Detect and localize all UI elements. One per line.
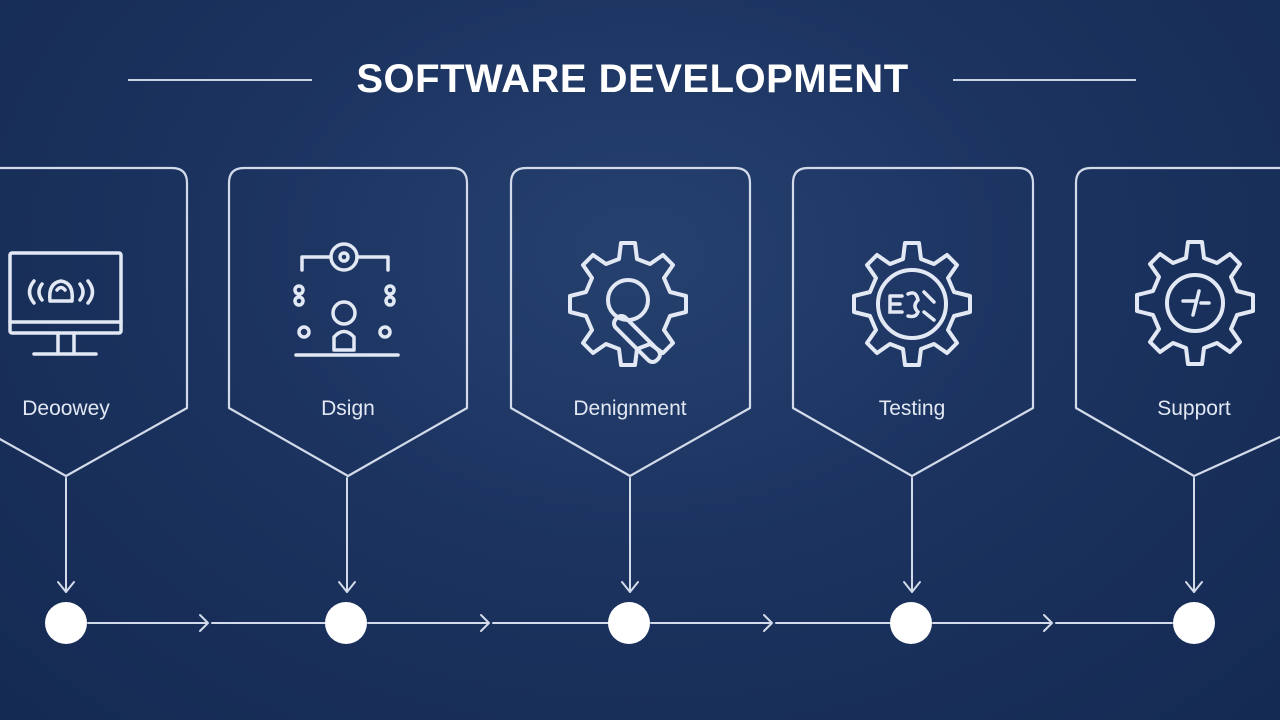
down-arrow-1: [57, 477, 75, 593]
title-row: SOFTWARE DEVELOPMENT: [0, 52, 1280, 108]
gear-test-icon: [852, 241, 972, 367]
down-arrow-3: [621, 477, 639, 593]
timeline-node-5: [1173, 602, 1215, 644]
down-arrow-5: [1185, 477, 1203, 593]
connector-1-2: [87, 614, 326, 632]
timeline-node-4: [890, 602, 932, 644]
stage-3-frame: [509, 166, 752, 478]
monitor-icon: [8, 251, 123, 356]
stage-2-frame: [227, 166, 469, 478]
stage-5-frame: [1074, 166, 1280, 478]
stage-3: Denignment: [509, 166, 752, 478]
connector-4-5: [932, 614, 1173, 632]
down-arrows: [57, 477, 1203, 593]
title-rule-right: [953, 79, 1136, 81]
stage-5-label: Support: [1157, 397, 1231, 420]
stage-3-label: Denignment: [573, 397, 686, 420]
stage-4: Testing: [791, 166, 1035, 478]
stage-1-label: Deoowey: [22, 397, 110, 420]
gear-support-icon: [1135, 240, 1255, 366]
stage-4-frame: [791, 166, 1035, 478]
timeline-connectors: [87, 614, 1173, 632]
connector-2-3: [367, 614, 609, 632]
timeline-node-1: [45, 602, 87, 644]
network-design-icon: [293, 242, 400, 357]
stage-4-label: Testing: [879, 397, 946, 420]
page-title: SOFTWARE DEVELOPMENT: [356, 57, 909, 101]
stage-5: Support: [1074, 166, 1280, 478]
stage-1-frame: [0, 166, 189, 478]
down-arrow-2: [338, 477, 356, 593]
gear-wrench-icon: [568, 241, 688, 367]
timeline-node-3: [608, 602, 650, 644]
title-rule-left: [128, 79, 312, 81]
stage-2: Dsign: [227, 166, 469, 478]
timeline-node-2: [325, 602, 367, 644]
stage-2-label: Dsign: [321, 397, 375, 420]
timeline-nodes: [45, 602, 1215, 644]
stage-1: Deoowey: [0, 166, 189, 478]
connector-3-4: [650, 614, 891, 632]
down-arrow-4: [903, 477, 921, 593]
